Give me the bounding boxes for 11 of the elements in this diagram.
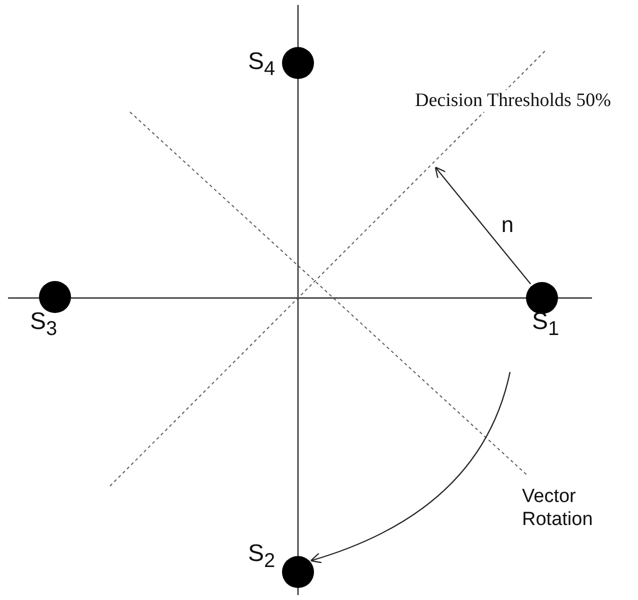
- constellation-point: [526, 282, 558, 314]
- point-label: S$_{2}$: [248, 540, 276, 573]
- constellation-point: [282, 556, 314, 588]
- point-label: S$_{1}$: [532, 308, 560, 341]
- threshold-label: Decision Thresholds 50%: [415, 90, 611, 112]
- point-label: S$_{3}$: [30, 308, 58, 341]
- point-label: S$_{4}$: [248, 48, 276, 81]
- constellation-point: [39, 281, 71, 313]
- constellation-point: [282, 47, 314, 79]
- arrow: [310, 372, 511, 563]
- arrow: [434, 166, 532, 284]
